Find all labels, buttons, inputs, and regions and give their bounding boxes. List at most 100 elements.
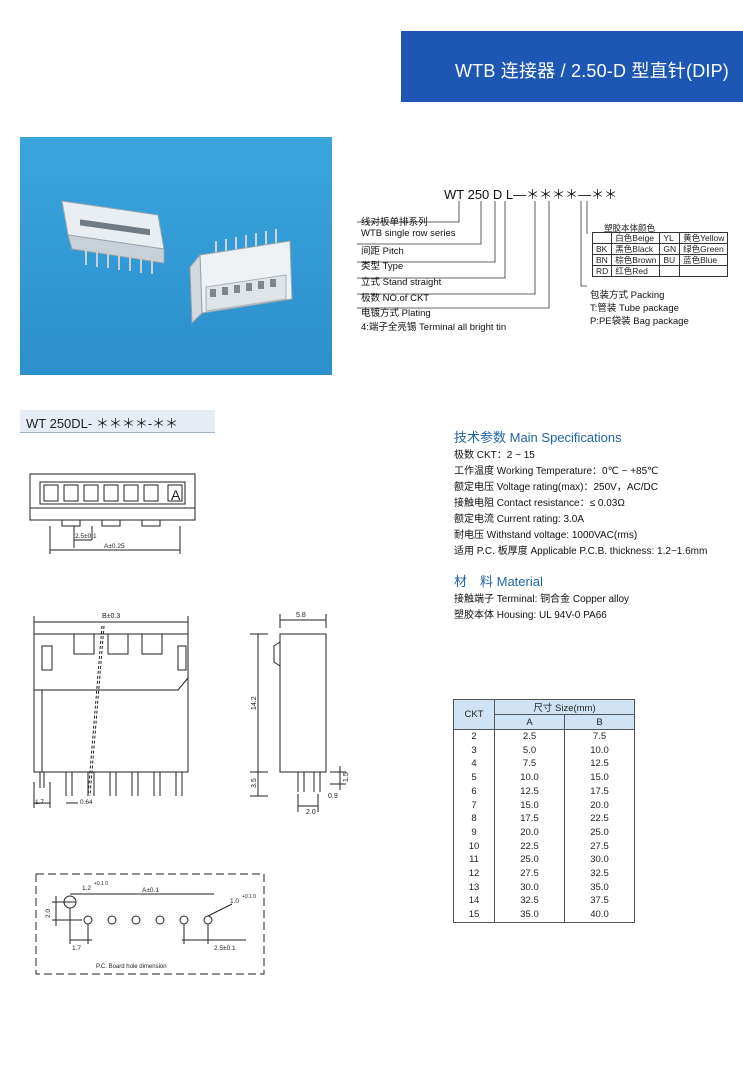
main-spec-title: 技术参数 Main Specifications — [454, 430, 622, 445]
cell-b: 12.5 — [564, 757, 635, 772]
top-view-a: A±0.25 — [104, 543, 125, 550]
cell-b: 25.0 — [564, 825, 635, 840]
cell-a: 30.0 — [494, 880, 565, 895]
pcb-hole1-tol: +0.1 0 — [94, 881, 108, 887]
cell-a: 12.5 — [494, 784, 565, 799]
pcb-hole2-tol: +0.1 0 — [242, 894, 256, 900]
side-view-drawing: 5.8 14.2 3.5 1.5 0.9 2.0 — [250, 612, 350, 816]
cell-b: 10.0 — [564, 743, 635, 758]
col-size: 尺寸 Size(mm) — [494, 699, 635, 715]
cell-ckt: 2 — [453, 729, 495, 744]
cell-b: 40.0 — [564, 908, 635, 923]
cell-a: 10.0 — [494, 771, 565, 785]
connector-front-view — [189, 229, 293, 325]
side-view-pin-dia: 0.9 — [328, 793, 338, 800]
cell-a: 20.0 — [494, 825, 565, 840]
pcb-hole-drawing: 1.2 +0.1 0 A±0.1 1.0 +0.1 0 2.0 1.7 2.5±… — [35, 873, 265, 975]
cell-ckt: 11 — [453, 853, 495, 868]
part-code: WT 250 D L—＊＊＊＊—＊＊ — [444, 187, 618, 202]
material-title: 材 料 Material — [454, 574, 543, 589]
front-view-pin-gap: 1.7 — [35, 799, 44, 806]
cell-b: 30.0 — [564, 853, 635, 868]
cell-b: 20.0 — [564, 798, 635, 813]
cell-a: 32.5 — [494, 894, 565, 909]
pcb-h: 2.0 — [45, 909, 52, 918]
product-photo — [20, 137, 332, 375]
pcb-pitch: 2.5±0.1 — [214, 945, 236, 952]
pcb-offset: 1.7 — [72, 945, 81, 952]
side-view-height: 14.2 — [251, 696, 258, 710]
spec-item: 接触电阻 Contact resistance：≤ 0.03Ω — [454, 498, 625, 509]
cell-a: 7.5 — [494, 757, 565, 772]
cell-ckt: 10 — [453, 839, 495, 854]
cell-b: 35.0 — [564, 880, 635, 895]
col-b: B — [564, 714, 635, 730]
cell-ckt: 7 — [453, 798, 495, 813]
connector-illustration — [61, 200, 293, 325]
cell-a: 25.0 — [494, 853, 565, 868]
cell-a: 35.0 — [494, 908, 565, 923]
cell-a: 15.0 — [494, 798, 565, 813]
cell-ckt: 13 — [453, 880, 495, 895]
code-label-ckt: 极数 NO.of CKT — [361, 293, 430, 304]
material-item: 塑胶本体 Housing: UL 94V-0 PA66 — [454, 610, 607, 621]
code-label-pitch: 间距 Pitch — [361, 246, 404, 257]
spec-item: 适用 P.C. 板厚度 Applicable P.C.B. thickness:… — [454, 546, 708, 557]
cell-b: 17.5 — [564, 784, 635, 799]
col-a: A — [494, 714, 565, 730]
cell-ckt: 12 — [453, 867, 495, 881]
cell-ckt: 15 — [453, 908, 495, 923]
pcb-caption: P.C. Board hole dimension — [96, 964, 167, 970]
code-label-type: 类型 Type — [361, 261, 404, 272]
col-ckt: CKT — [453, 699, 495, 730]
cell-a: 5.0 — [494, 743, 565, 758]
page-title: WTB 连接器 / 2.50-D 型直针(DIP) — [454, 61, 729, 81]
cell-b: 37.5 — [564, 894, 635, 909]
front-view-drawing: B±0.3 1.7 0.64 — [33, 613, 189, 808]
spec-item: 额定电流 Current rating: 3.0A — [454, 514, 585, 525]
spec-item: 耐电压 Withstand voltage: 1000VAC(rms) — [454, 530, 638, 541]
top-view-pitch: 2.5±0.1 — [75, 533, 97, 540]
cell-ckt: 6 — [453, 784, 495, 799]
cell-ckt: 14 — [453, 894, 495, 909]
cell-ckt: 9 — [453, 825, 495, 840]
part-number-bar: WT 250DL- ＊＊＊＊-＊＊ — [20, 410, 215, 433]
code-label-plating: 电镀方式 Plating — [361, 308, 431, 319]
cell-ckt: 8 — [453, 812, 495, 826]
cell-b: 15.0 — [564, 771, 635, 785]
front-view-pin-width: 0.64 — [80, 799, 93, 806]
material-item: 接触端子 Terminal: 铜合金 Copper alloy — [454, 594, 630, 605]
cell-a: 27.5 — [494, 867, 565, 881]
header-banner: WTB 连接器 / 2.50-D 型直针(DIP) — [401, 31, 743, 102]
cell-ckt: 5 — [453, 771, 495, 785]
side-view-pin-gap: 2.0 — [306, 809, 316, 816]
pcb-a: A±0.1 — [142, 887, 159, 894]
front-view-b: B±0.3 — [102, 613, 120, 620]
part-code-leader-lines — [357, 201, 588, 309]
pcb-hole2: 1.0 — [230, 898, 239, 905]
cell-ckt: 3 — [453, 743, 495, 758]
code-label-series-en: WTB single row series — [361, 228, 456, 239]
cell-b: 32.5 — [564, 867, 635, 881]
pcb-hole1: 1.2 — [82, 885, 91, 892]
part-number: WT 250DL- ＊＊＊＊-＊＊ — [26, 416, 179, 431]
